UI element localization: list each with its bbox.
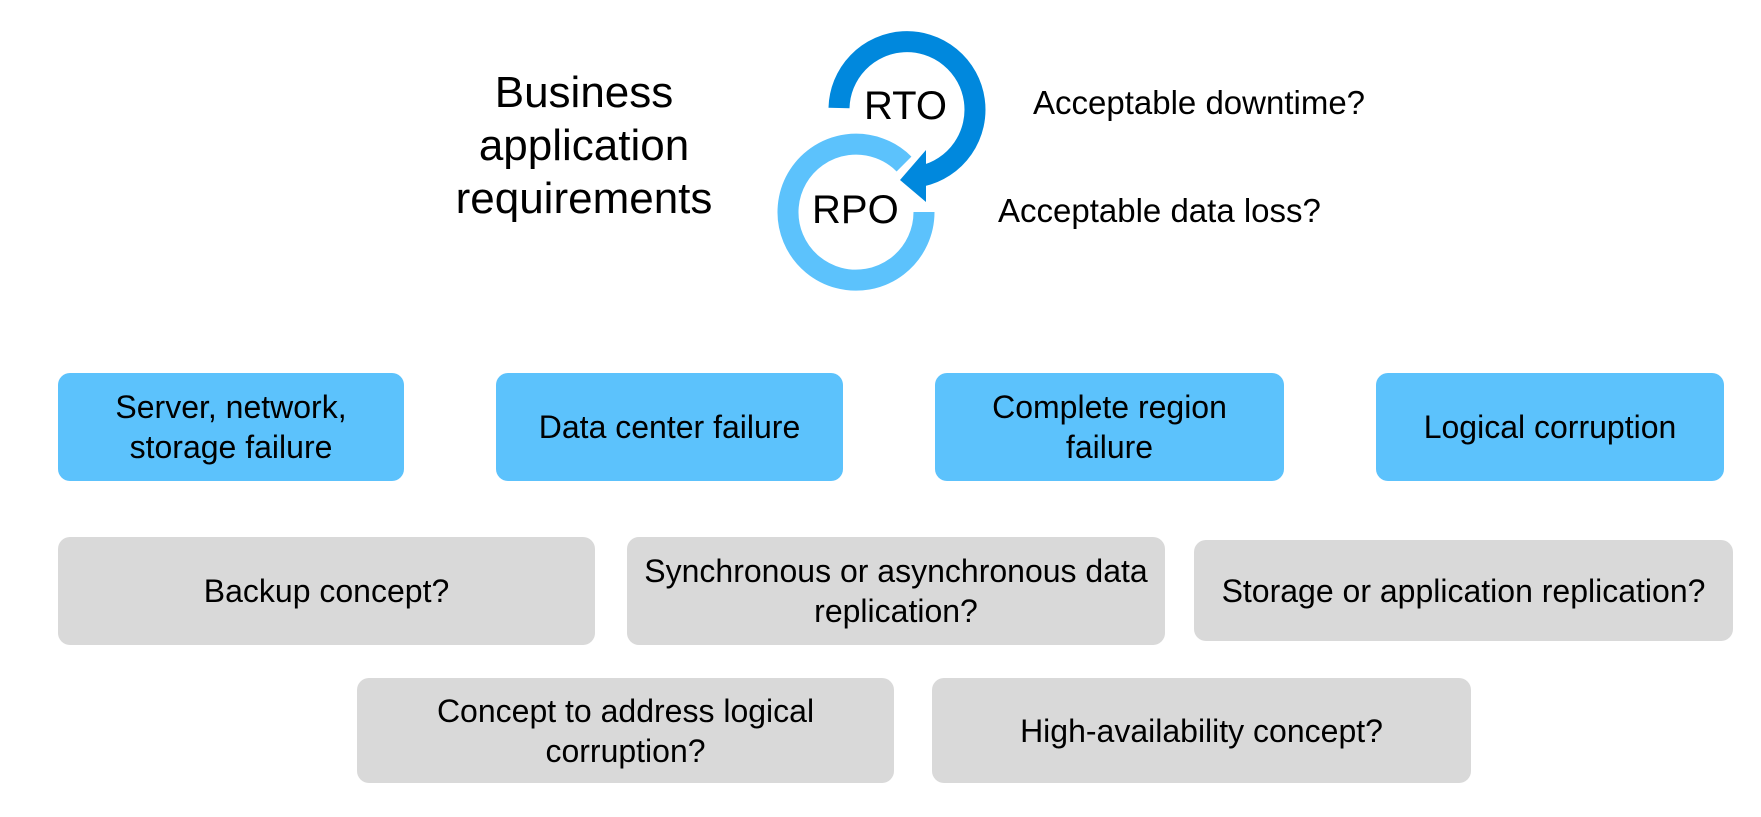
- rto-label: RTO: [864, 84, 947, 128]
- failure-box: Complete region failure: [935, 373, 1284, 481]
- concept-box: Concept to address logical corruption?: [357, 678, 894, 783]
- rpo-label: RPO: [812, 188, 899, 232]
- rpo-ring: [777, 133, 935, 291]
- concept-box: High-availability concept?: [932, 678, 1471, 783]
- failure-box: Logical corruption: [1376, 373, 1724, 481]
- failure-box: Data center failure: [496, 373, 843, 481]
- rto-question: Acceptable downtime?: [1033, 84, 1366, 121]
- concept-box: Backup concept?: [58, 537, 595, 645]
- concept-box: Synchronous or asynchronous data replica…: [627, 537, 1165, 645]
- rto-arrowhead: [900, 150, 926, 202]
- concept-box: Storage or application replication?: [1194, 540, 1733, 641]
- rto-ring: [828, 31, 986, 187]
- rpo-question: Acceptable data loss?: [998, 192, 1321, 229]
- failure-box: Server, network, storage failure: [58, 373, 404, 481]
- diagram-title: Business application requirements: [455, 68, 713, 223]
